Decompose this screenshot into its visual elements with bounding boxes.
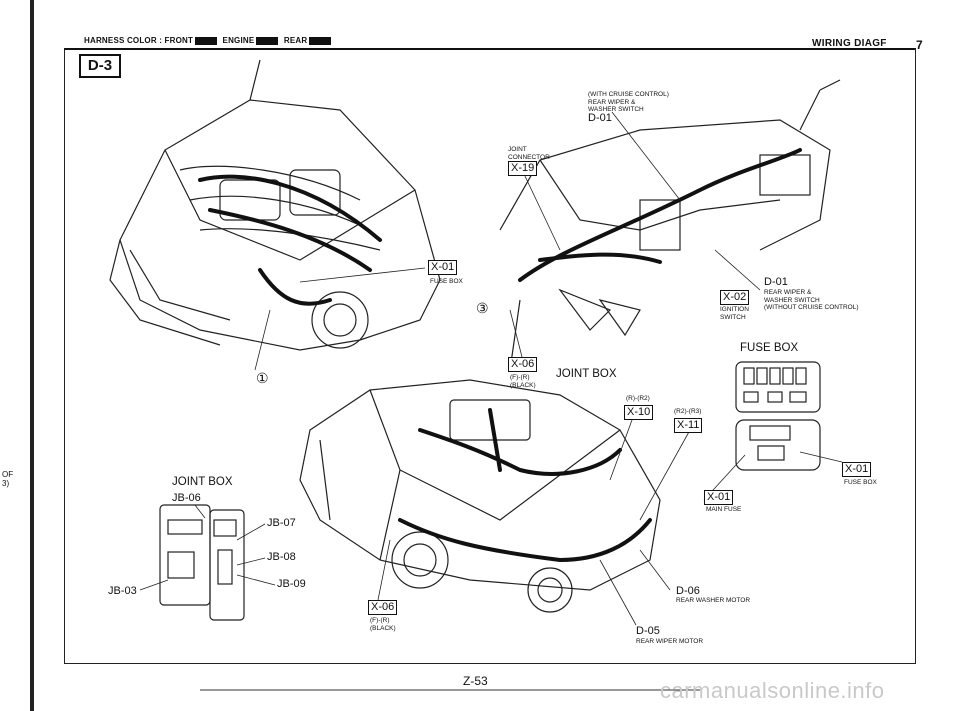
connector-x06-bottom: X-06 bbox=[368, 600, 398, 615]
harness-color-legend: HARNESS COLOR : FRONT ENGINE REAR bbox=[84, 36, 334, 45]
joint-box-mid-label: JOINT BOX bbox=[556, 368, 617, 380]
cruise-note: (WITH CRUISE CONTROL) REAR WIPER & WASHE… bbox=[588, 91, 669, 113]
watermark: carmanualsonline.info bbox=[660, 678, 885, 703]
d01-right-desc: REAR WIPER & WASHER SWITCH (WITHOUT CRUI… bbox=[764, 289, 859, 311]
joint-connector-label: JOINT CONNECTOR bbox=[508, 146, 550, 161]
connector-d01-right: D-01 bbox=[764, 276, 788, 288]
connector-x02: X-02 bbox=[720, 290, 750, 305]
joint-box-left-title: JOINT BOX bbox=[172, 476, 233, 488]
engine-swatch bbox=[256, 36, 279, 45]
fuse-box-small-top: FUSE BOX bbox=[430, 278, 463, 285]
binding-edge bbox=[30, 0, 34, 711]
page-number: Z-53 bbox=[463, 674, 488, 688]
r-r2-label: (R)-(R2) bbox=[626, 395, 650, 402]
jb06-label: JB-06 bbox=[172, 492, 201, 504]
jb03-label: JB-03 bbox=[108, 585, 137, 597]
connector-x01-top: X-01 bbox=[428, 260, 458, 275]
fuse-box-title: FUSE BOX bbox=[740, 342, 799, 354]
jb07-label: JB-07 bbox=[267, 517, 296, 529]
connector-x06-top: X-06 bbox=[508, 357, 538, 372]
connector-x10: X-10 bbox=[624, 405, 654, 420]
connector-x19: X-19 bbox=[508, 161, 538, 176]
connector-x11: X-11 bbox=[674, 418, 703, 433]
section-code: D-3 bbox=[79, 54, 121, 78]
front-swatch bbox=[195, 36, 218, 45]
jb09-label: JB-09 bbox=[277, 578, 306, 590]
fuse-box-small-right: FUSE BOX bbox=[844, 479, 877, 486]
x06-top-desc: (F)-(R) (BLACK) bbox=[510, 374, 536, 389]
rear-swatch bbox=[309, 36, 332, 45]
d05-desc: REAR WIPER MOTOR bbox=[636, 638, 704, 645]
page-title: WIRING DIAGF bbox=[812, 38, 887, 49]
r2-r3-label: (R2)-(R3) bbox=[674, 408, 702, 415]
main-fuse-label: MAIN FUSE bbox=[706, 506, 742, 513]
x06-bottom-desc: (F)-(R) (BLACK) bbox=[370, 617, 396, 632]
connector-d06: D-06 bbox=[676, 585, 700, 597]
d06-desc: REAR WASHER MOTOR bbox=[676, 597, 751, 604]
connector-d05: D-05 bbox=[636, 625, 660, 637]
callout-circle-3: ③ bbox=[476, 300, 489, 316]
jb08-label: JB-08 bbox=[267, 551, 296, 563]
connector-x01-right: X-01 bbox=[842, 462, 872, 477]
margin-note: OF 3) bbox=[2, 470, 14, 488]
connector-x01-main: X-01 bbox=[704, 490, 734, 505]
diagram-frame bbox=[64, 48, 916, 664]
connector-d01-top: D-01 bbox=[588, 112, 612, 124]
page-mark: 7 bbox=[916, 38, 923, 52]
ignition-switch-label: IGNITION SWITCH bbox=[720, 306, 749, 321]
callout-circle-1: ① bbox=[256, 370, 269, 386]
